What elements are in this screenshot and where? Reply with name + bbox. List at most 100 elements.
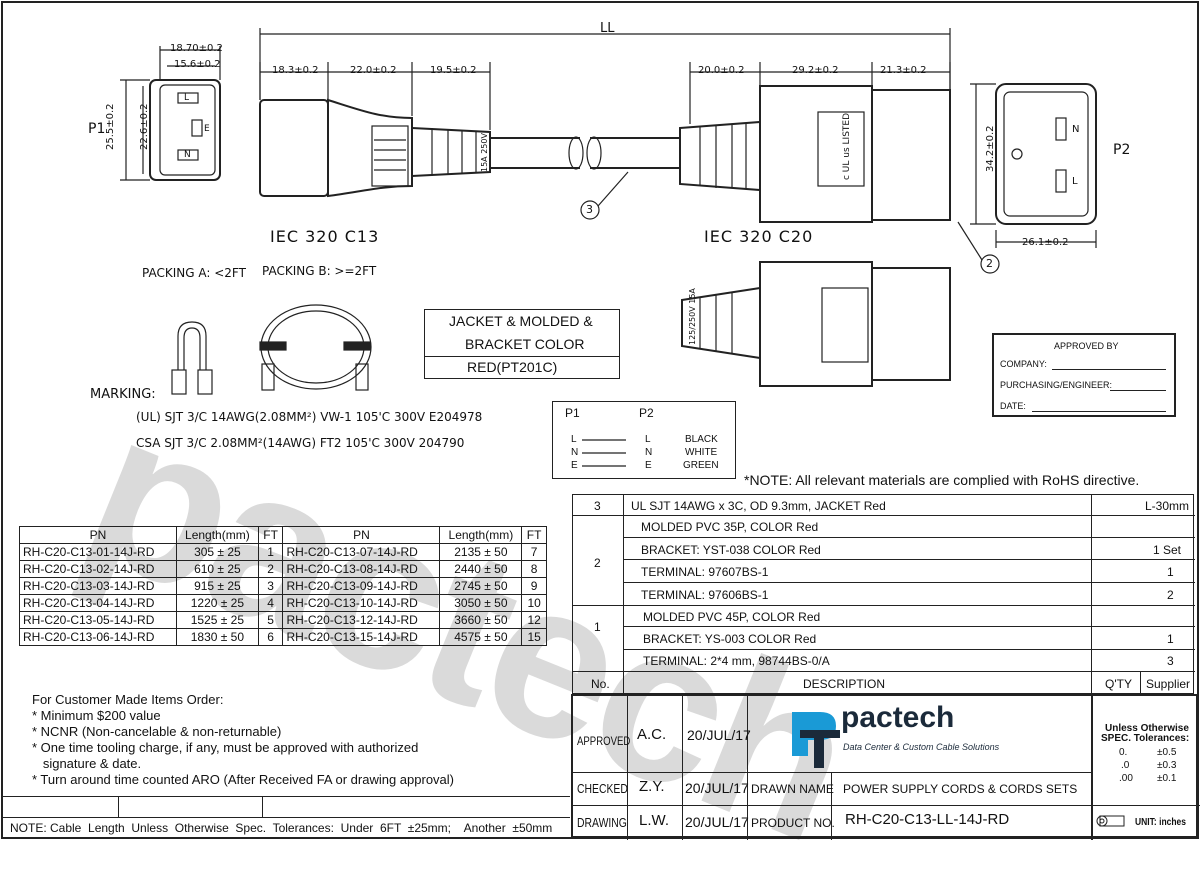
- length-cell: 915 ± 25: [176, 577, 259, 595]
- approval-title: APPROVED BY: [1054, 341, 1119, 351]
- length-cell: 4575 ± 50: [439, 628, 523, 646]
- pn-cell: RH-C20-C13-06-14J-RD: [19, 628, 177, 646]
- approved-label: APPROVED: [577, 734, 631, 748]
- c20-molding-text: 125/250V 15A: [688, 288, 697, 345]
- pn-table-header: PN Length(mm) FT PN Length(mm) FT: [19, 526, 547, 544]
- marking-line-1: (UL) SJT 3/C 14AWG(2.08MM²) VW-1 105'C 3…: [136, 410, 483, 424]
- packing-b-label: PACKING B: >=2FT: [262, 264, 377, 278]
- bom-item-1-line-2-qty: 1: [1167, 632, 1174, 646]
- callout-3: 3: [586, 203, 593, 216]
- dim-c13-width-inner: 15.6±0.2: [174, 59, 221, 70]
- approval-company-label: COMPANY:: [1000, 359, 1047, 369]
- tolerance-val-2: ±0.3: [1157, 760, 1177, 771]
- pn-table: PN Length(mm) FT PN Length(mm) FT RH-C20…: [19, 526, 547, 646]
- bom-item-2-line-2-qty: 1 Set: [1153, 543, 1182, 557]
- product-no-label: PRODUCT NO.: [751, 816, 835, 830]
- brand-name: pactech: [841, 701, 955, 734]
- length-cell: 305 ± 25: [176, 543, 259, 561]
- wiring-row-2-color: WHITE: [685, 447, 718, 458]
- length-cell: 1220 ± 25: [176, 594, 259, 612]
- bom-item-1-line-3-qty: 3: [1167, 654, 1174, 668]
- length-header: Length(mm): [439, 526, 523, 544]
- pn-cell: RH-C20-C13-07-14J-RD: [282, 543, 441, 561]
- dim-c13-seg2: 22.0±0.2: [350, 65, 397, 76]
- overall-length-label: LL: [600, 21, 615, 36]
- drawing-label: DRAWING: [577, 815, 627, 830]
- pn-cell: RH-C20-C13-01-14J-RD: [19, 543, 177, 561]
- checked-by: Z.Y.: [639, 778, 665, 795]
- wiring-row-3-p1: E: [571, 460, 578, 471]
- title-block: APPROVED A.C. 20/JUL/17 CHECKED Z.Y. 20/…: [571, 694, 1200, 840]
- customer-note: * One time tooling charge, if any, must …: [32, 740, 419, 755]
- ft-cell: 1: [257, 543, 284, 561]
- dim-c13-seg1: 18.3±0.2: [272, 65, 319, 76]
- callout-2: 2: [986, 257, 993, 270]
- bom-item-1-no: 1: [594, 620, 601, 634]
- marking-title: MARKING:: [90, 387, 156, 402]
- length-cell: 2745 ± 50: [439, 577, 523, 595]
- ft-header: FT: [257, 526, 284, 544]
- pn-cell: RH-C20-C13-02-14J-RD: [19, 560, 177, 578]
- wiring-row-3-p2: E: [645, 460, 652, 471]
- c13-pin-l: L: [184, 93, 190, 103]
- approved-by: A.C.: [637, 726, 667, 743]
- pn-cell: RH-C20-C13-10-14J-RD: [282, 594, 441, 612]
- ft-cell: 4: [257, 594, 284, 612]
- jacket-title-1: JACKET & MOLDED &: [449, 313, 593, 329]
- c20-title: IEC 320 C20: [704, 227, 814, 246]
- bom-item-3-no: 3: [594, 499, 601, 513]
- c13-pin-n: N: [184, 150, 191, 160]
- tolerance-title-2: SPEC. Tolerances:: [1101, 733, 1190, 744]
- dim-c20-width: 26.1±0.2: [1022, 237, 1069, 248]
- length-cell: 1525 ± 25: [176, 611, 259, 629]
- jacket-title-2: BRACKET COLOR: [465, 336, 585, 352]
- c20-cert-text: c UL us LISTED: [842, 112, 852, 180]
- drawn-name-label: DRAWN NAME: [751, 782, 834, 796]
- dim-c20-seg1: 20.0±0.2: [698, 65, 745, 76]
- drawing-by: L.W.: [639, 812, 670, 829]
- length-cell: 3660 ± 50: [439, 611, 523, 629]
- bom-item-1-line-2: BRACKET: YS-003 COLOR Red: [643, 632, 817, 646]
- wiring-p1-header: P1: [565, 406, 580, 420]
- ft-cell: 6: [257, 628, 284, 646]
- brand-tagline: Data Center & Custom Cable Solutions: [843, 742, 1000, 752]
- pactech-logo-icon: [792, 712, 840, 768]
- pn-cell: RH-C20-C13-15-14J-RD: [282, 628, 441, 646]
- pn-cell: RH-C20-C13-03-14J-RD: [19, 577, 177, 595]
- c13-title: IEC 320 C13: [270, 227, 380, 246]
- ft-cell: 2: [257, 560, 284, 578]
- pn-cell: RH-C20-C13-05-14J-RD: [19, 611, 177, 629]
- length-header: Length(mm): [176, 526, 259, 544]
- approval-purchasing-label: PURCHASING/ENGINEER:: [1000, 380, 1113, 390]
- bom-item-2-line-4-qty: 2: [1167, 588, 1174, 602]
- dim-c20-seg3: 21.3±0.2: [880, 65, 927, 76]
- tolerance-val-3: ±0.1: [1157, 773, 1177, 784]
- ft-cell: 10: [521, 594, 547, 612]
- wiring-row-1-p2: L: [645, 434, 651, 445]
- wiring-box: P1 P2 L L BLACK N N WHITE E E GREEN: [552, 401, 736, 479]
- c20-pin-l: L: [1072, 176, 1078, 187]
- checked-label: CHECKED: [577, 781, 628, 796]
- bom-header-no: No.: [591, 677, 610, 691]
- bom-header-qty: Q'TY: [1105, 677, 1132, 691]
- pn-header: PN: [282, 526, 441, 544]
- checked-date: 20/JUL/17: [685, 780, 749, 796]
- wiring-row-1-p1: L: [571, 434, 577, 445]
- unit-label: UNIT: inches: [1135, 817, 1187, 828]
- bom-item-2-line-4: TERMINAL: 97606BS-1: [641, 588, 769, 602]
- approved-date: 20/JUL/17: [687, 727, 751, 743]
- tolerance-key-1: 0.: [1119, 747, 1128, 758]
- technical-drawing: [1, 1, 1199, 839]
- ft-header: FT: [521, 526, 547, 544]
- product-no-value: RH-C20-C13-LL-14J-RD: [845, 811, 1010, 828]
- bom-item-3-desc: UL SJT 14AWG x 3C, OD 9.3mm, JACKET Red: [631, 499, 886, 513]
- drawing-date: 20/JUL/17: [685, 814, 749, 830]
- pn-cell: RH-C20-C13-08-14J-RD: [282, 560, 441, 578]
- bom-item-2-line-3: TERMINAL: 97607BS-1: [641, 565, 769, 579]
- pn-cell: RH-C20-C13-12-14J-RD: [282, 611, 441, 629]
- length-cell: 2135 ± 50: [439, 543, 523, 561]
- bom-item-2-no: 2: [594, 556, 601, 570]
